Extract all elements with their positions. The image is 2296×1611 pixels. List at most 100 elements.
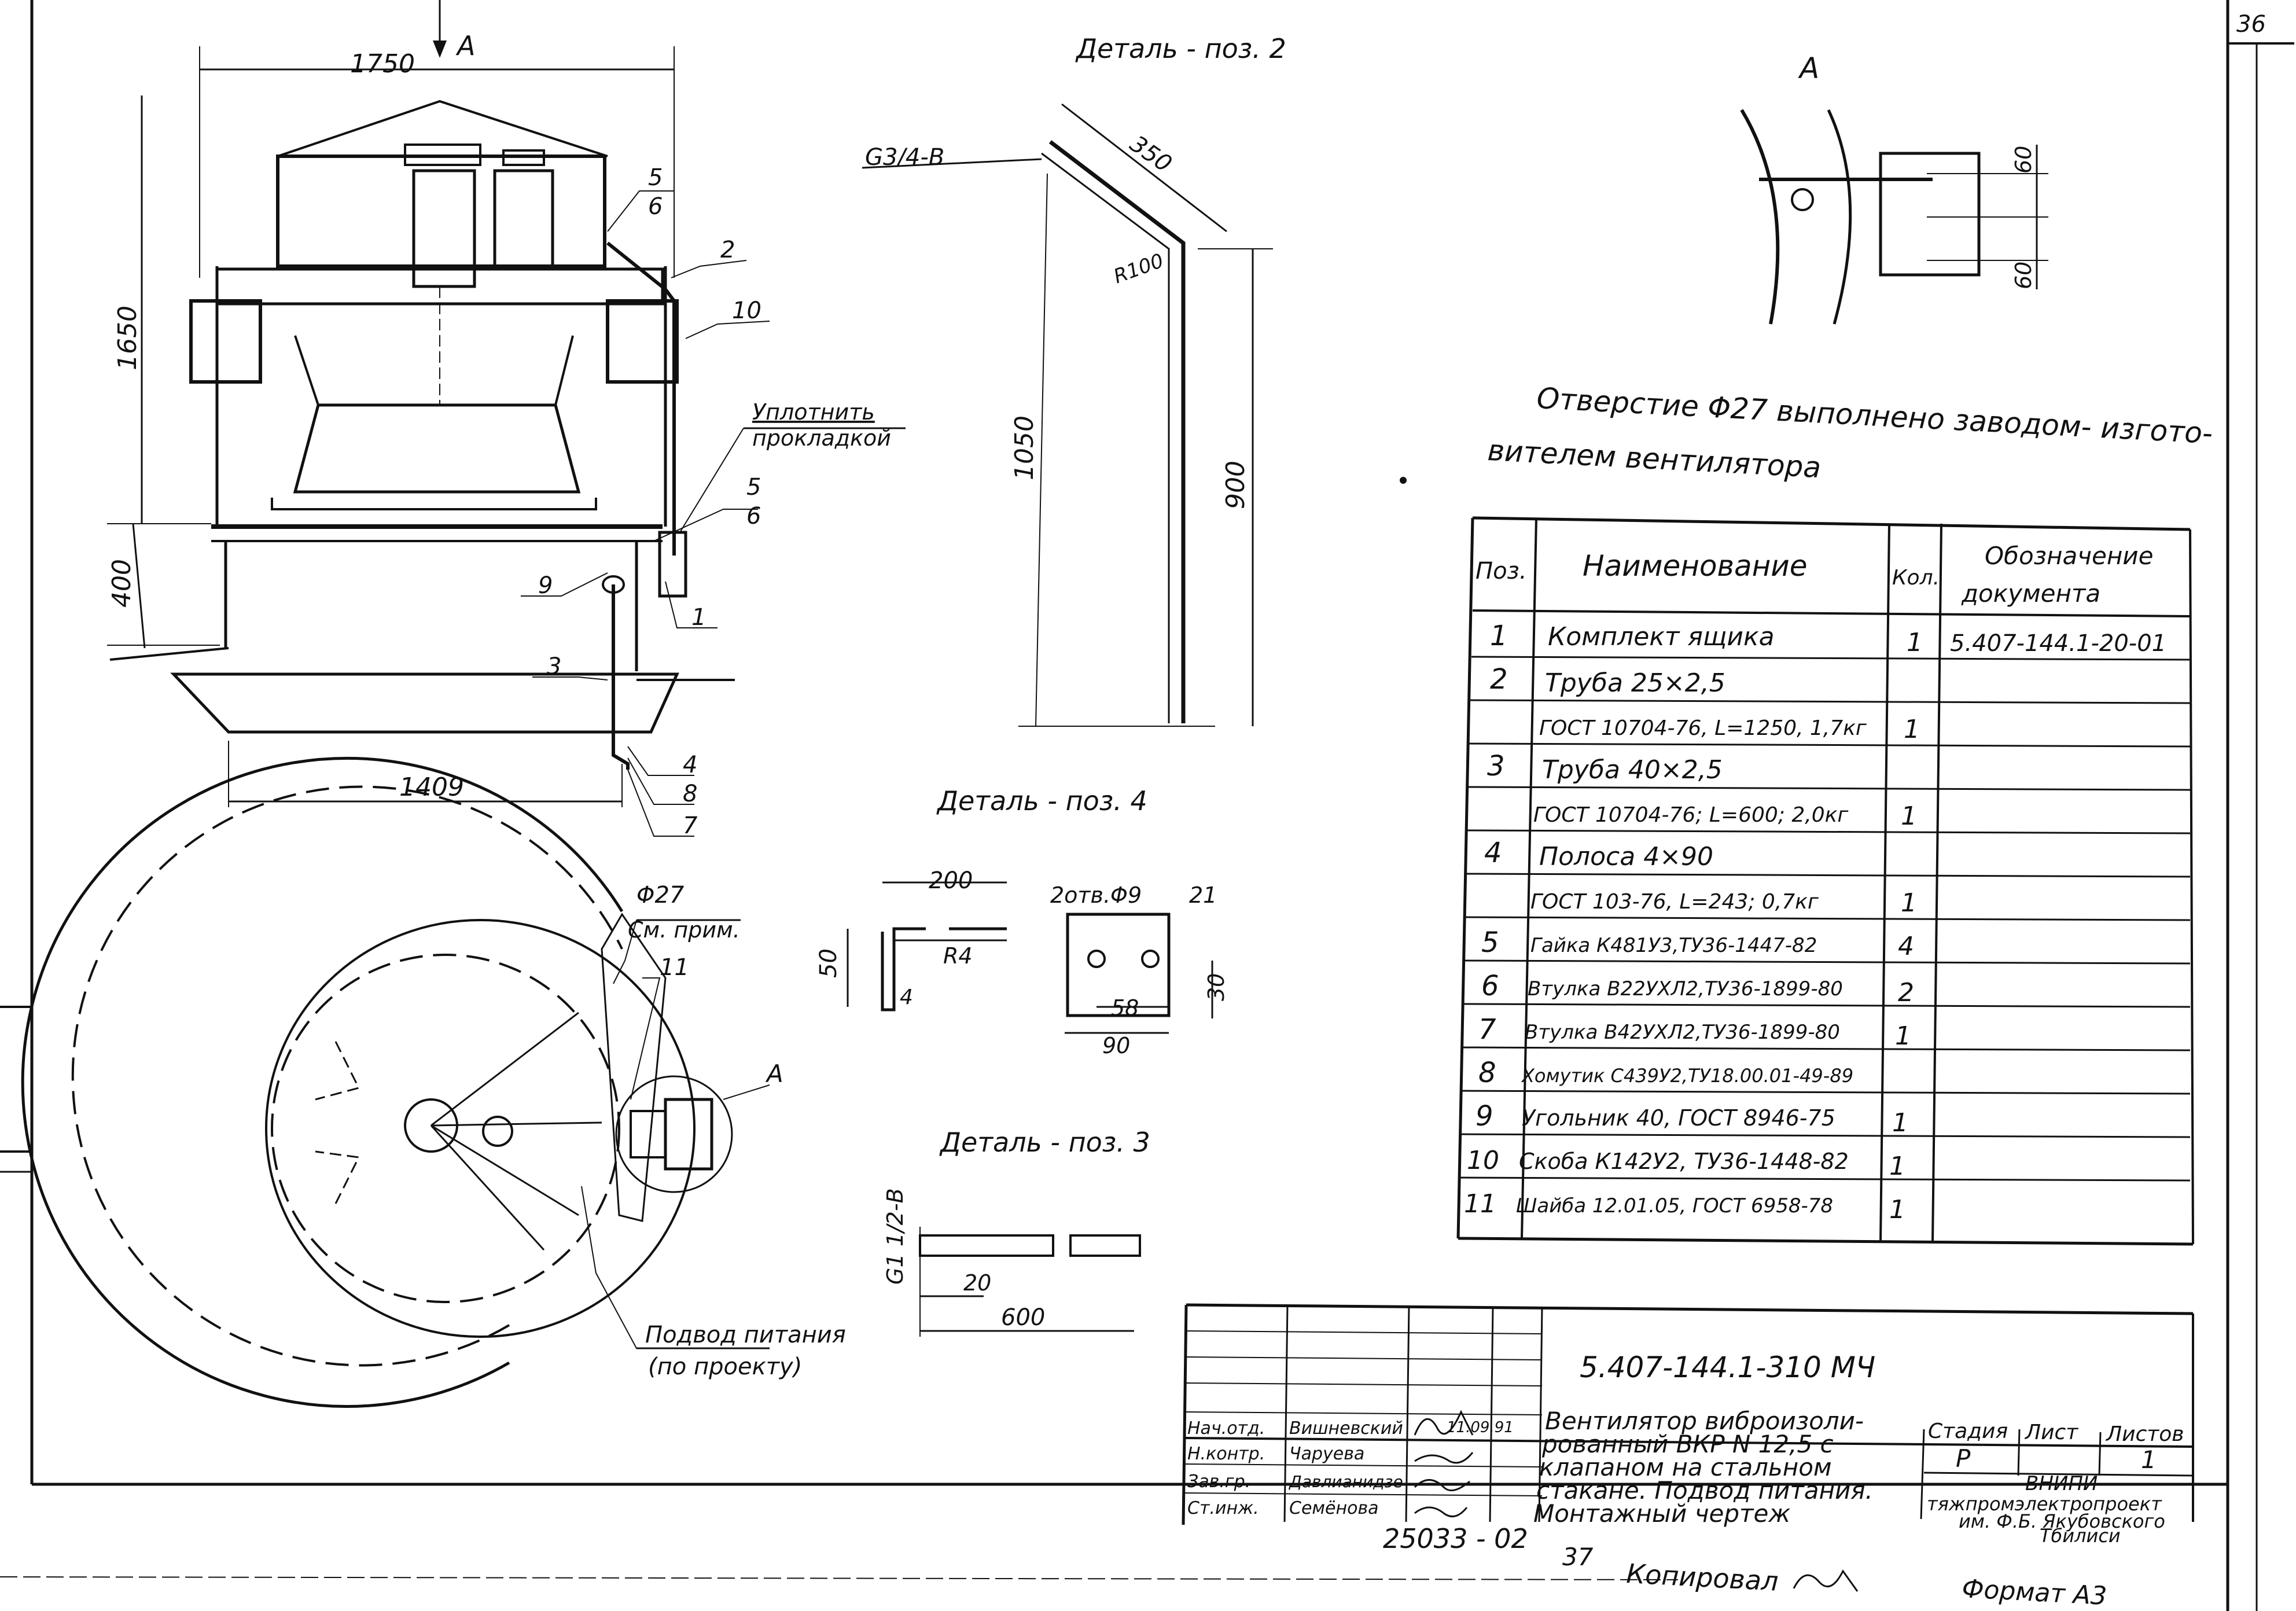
title-line: клапаном на стальном (1539, 1453, 1832, 1481)
detail-4-dim-50: 50 (815, 948, 842, 978)
callout-1: 1 (691, 604, 706, 631)
row-name: Полоса 4×90 (1539, 842, 1713, 871)
power-note-line2: (по проекту) (648, 1353, 802, 1380)
copied-label: Копировал (1625, 1558, 1779, 1597)
detail-2-dim-350: 350 (1125, 131, 1176, 178)
row-doc: 5.407-144.1-20-01 (1950, 630, 2166, 657)
table-row: ГОСТ 10704-76, L=1250, 1,7кг 1 (1539, 715, 1920, 744)
title-line: рованный ВКР N 12,5 с (1541, 1430, 1834, 1458)
footer-sheet-number: 37 (1562, 1543, 1594, 1571)
power-note-line1: Подвод питания (645, 1322, 846, 1348)
table-row: 5 Гайка К481У3,ТУ36-1447-82 4 (1481, 926, 1914, 961)
view-a-title: А (1798, 52, 1819, 85)
sheets-value: 1 (2141, 1446, 2157, 1474)
note-line1: Отверстие Φ27 выполнено заводом- изгото- (1536, 381, 2213, 450)
callout-7: 7 (683, 812, 698, 839)
row-name: Втулка В42УХЛ2,ТУ36-1899-80 (1525, 1021, 1840, 1044)
row-name: Комплект ящика (1548, 622, 1775, 652)
document-code: 5.407-144.1-310 МЧ (1580, 1351, 1875, 1384)
callout-3: 3 (547, 653, 561, 680)
row-name: Труба 40×2,5 (1542, 755, 1723, 785)
view-a-dim-top: 60 (2011, 146, 2036, 174)
row-name: Скоба К142У2, ТУ36-1448-82 (1519, 1149, 1849, 1174)
detail-4-holes: 2отв.Φ9 (1050, 882, 1142, 908)
header-doc-line1: Обозначение (1985, 542, 2153, 570)
detail-2-dim-1050: 1050 (1010, 415, 1039, 480)
row-name: Шайба 12.01.05, ГОСТ 6958-78 (1516, 1194, 1833, 1218)
row-qty: 1 (1907, 628, 1923, 657)
row-name: Гайка К481У3,ТУ36-1447-82 (1530, 934, 1817, 957)
table-row: 7 Втулка В42УХЛ2,ТУ36-1899-80 1 (1478, 1013, 1911, 1051)
dim-400: 400 (107, 559, 137, 608)
inventory-number: 25033 - 02 (1383, 1523, 1528, 1554)
signatures (1414, 1410, 1474, 1518)
staff-name: Давлианидзе (1288, 1472, 1403, 1491)
staff-role: Зав.гр. (1187, 1472, 1250, 1492)
table-row: 6 Втулка В22УХЛ2,ТУ36-1899-80 2 (1481, 970, 1914, 1007)
row-qty: 2 (1898, 978, 1914, 1007)
row-pos: 6 (1481, 970, 1499, 1002)
callout-2: 2 (720, 237, 735, 263)
detail-4-dim-30: 30 (1204, 973, 1229, 1001)
detail-4-title: Деталь - поз. 4 (936, 785, 1147, 816)
row-qty: 1 (1889, 1152, 1905, 1181)
row-name: ГОСТ 10704-76; L=600; 2,0кг (1533, 803, 1849, 827)
table-row: ГОСТ 10704-76; L=600; 2,0кг 1 (1533, 801, 1917, 831)
hole-label: Φ27 (636, 882, 685, 909)
detail-2-radius: R100 (1110, 249, 1167, 289)
row-pos: 9 (1476, 1100, 1493, 1132)
header-pos: Поз. (1476, 558, 1527, 584)
table-row: 1 Комплект ящика 1 5.407-144.1-20-01 (1490, 620, 2166, 657)
staff-role: Нач.отд. (1187, 1418, 1265, 1439)
detail-3-title: Деталь - поз. 3 (939, 1127, 1150, 1158)
callout-6-top: 6 (648, 193, 663, 220)
staff-role: Н.контр. (1187, 1444, 1265, 1464)
document-title: Вентилятор виброизоли- рованный ВКР N 12… (1533, 1407, 1873, 1528)
row-qty: 4 (1898, 932, 1914, 961)
org-line: тяжпромэлектропроект (1927, 1493, 2162, 1515)
view-arrow-label: A (455, 30, 475, 61)
sheet-label: Лист (2024, 1421, 2078, 1444)
callout-5-top: 5 (648, 164, 663, 191)
seal-note-line2: прокладкой (752, 425, 891, 451)
table-row: ГОСТ 103-76, L=243; 0,7кг 1 (1530, 888, 1917, 918)
view-a-drawing (1740, 109, 2048, 325)
table-row: 8 Хомутик С439У2,ТУ18.00.01-49-89 (1478, 1057, 1853, 1089)
header-qty: Кол. (1892, 566, 1940, 590)
table-row: 3 Труба 40×2,5 (1487, 750, 1723, 785)
table-row: 2 Труба 25×2,5 (1490, 663, 1725, 698)
detail-4-dim-200: 200 (929, 867, 973, 894)
spec-table-header: Поз. Наименование Кол. Обозначение докум… (1476, 542, 2153, 608)
row-pos: 11 (1464, 1189, 1496, 1219)
detail-3-thread: G1 1/2-В (882, 1188, 908, 1285)
table-row: 4 Полоса 4×90 (1484, 837, 1713, 871)
detail-3-drawing (919, 1227, 1141, 1337)
sign-date: 11.09.91 (1447, 1419, 1514, 1436)
stage-label: Стадия (1928, 1419, 2008, 1443)
header-name: Наименование (1583, 549, 1808, 583)
row-pos: 5 (1481, 926, 1499, 959)
org-line: им. Ф.Б. Якубовского (1959, 1510, 2165, 1532)
row-name: Хомутик С439У2,ТУ18.00.01-49-89 (1521, 1065, 1853, 1087)
org-line: ВНИПИ (2025, 1472, 2098, 1495)
callout-4: 4 (683, 752, 697, 778)
callout-10: 10 (732, 297, 761, 324)
hole-note: См. прим. (628, 917, 740, 943)
row-pos: 1 (1490, 620, 1508, 652)
row-qty: 1 (1889, 1195, 1905, 1224)
row-name: Труба 25×2,5 (1545, 668, 1725, 698)
row-qty: 1 (1895, 1021, 1911, 1051)
detail-2-dim-900: 900 (1221, 461, 1250, 509)
sheets-label: Листов (2105, 1422, 2184, 1446)
main-elevation-view (107, 0, 906, 837)
row-qty: 1 (1901, 801, 1917, 831)
detail-ref-a: А (765, 1060, 783, 1088)
detail-4-radius: R4 (943, 943, 973, 969)
row-pos: 8 (1478, 1057, 1496, 1089)
row-qty: 1 (1904, 715, 1920, 744)
staff-name: Семёнова (1289, 1498, 1379, 1518)
row-name: Втулка В22УХЛ2,ТУ36-1899-80 (1528, 977, 1843, 1001)
row-name: ГОСТ 10704-76, L=1250, 1,7кг (1539, 716, 1867, 740)
staff-name: Чаруева (1289, 1444, 1364, 1464)
detail-3-dim-600: 600 (1001, 1304, 1045, 1331)
